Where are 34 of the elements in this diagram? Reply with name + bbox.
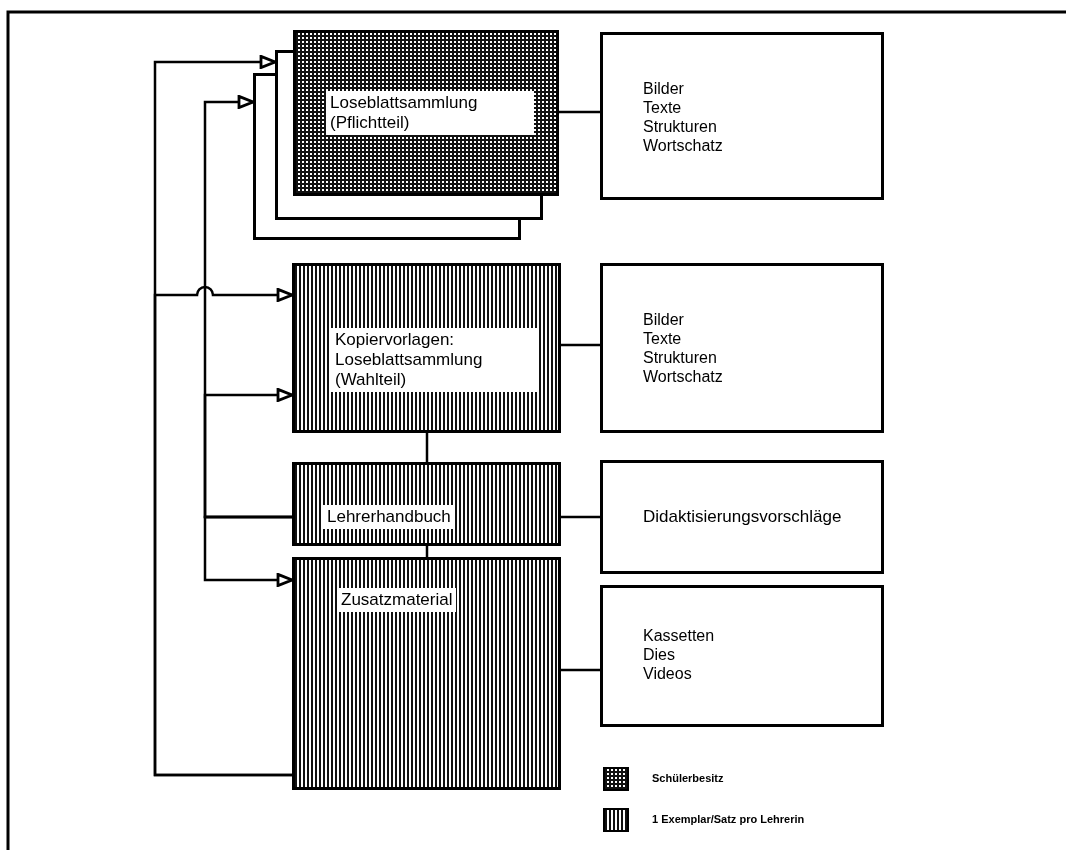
content-text: Bilder bbox=[643, 310, 684, 329]
content-text: Texte bbox=[643, 98, 682, 117]
content-box bbox=[600, 263, 884, 433]
arrow bbox=[203, 388, 294, 519]
connector-line bbox=[559, 110, 600, 114]
content-text: Kassetten bbox=[643, 626, 715, 645]
content-text: Wortschatz bbox=[643, 367, 723, 386]
material-box bbox=[293, 30, 559, 196]
connector-line bbox=[425, 433, 429, 462]
box-title: Lehrerhandbuch bbox=[323, 505, 455, 529]
content-text: Bilder bbox=[643, 79, 684, 98]
box-title: Zusatzmaterial bbox=[337, 588, 457, 612]
content-text: Didaktisierungsvorschläge bbox=[643, 507, 842, 526]
material-box bbox=[292, 557, 561, 790]
material-box bbox=[292, 263, 561, 433]
box-title: Kopiervorlagen: Loseblattsammlung (Wahlteil) bbox=[331, 328, 539, 392]
content-text: Strukturen bbox=[643, 348, 717, 367]
content-text: Dies bbox=[643, 645, 675, 664]
box-title: Loseblattsammlung (Pflichtteil) bbox=[326, 91, 534, 135]
arrow bbox=[203, 515, 294, 587]
connector-line bbox=[561, 343, 600, 347]
content-text: Texte bbox=[643, 329, 682, 348]
connector-line bbox=[561, 668, 600, 672]
legend-label: 1 Exemplar/Satz pro Lehrerin bbox=[652, 813, 805, 825]
content-box bbox=[600, 460, 884, 574]
connector-line bbox=[561, 515, 600, 519]
content-box bbox=[600, 585, 884, 727]
material-box bbox=[292, 462, 561, 546]
content-box bbox=[600, 32, 884, 200]
content-text: Wortschatz bbox=[643, 136, 723, 155]
legend-label: Schülerbesitz bbox=[652, 772, 724, 784]
content-text: Videos bbox=[643, 664, 692, 683]
arrow bbox=[153, 286, 294, 777]
content-text: Strukturen bbox=[643, 117, 717, 136]
